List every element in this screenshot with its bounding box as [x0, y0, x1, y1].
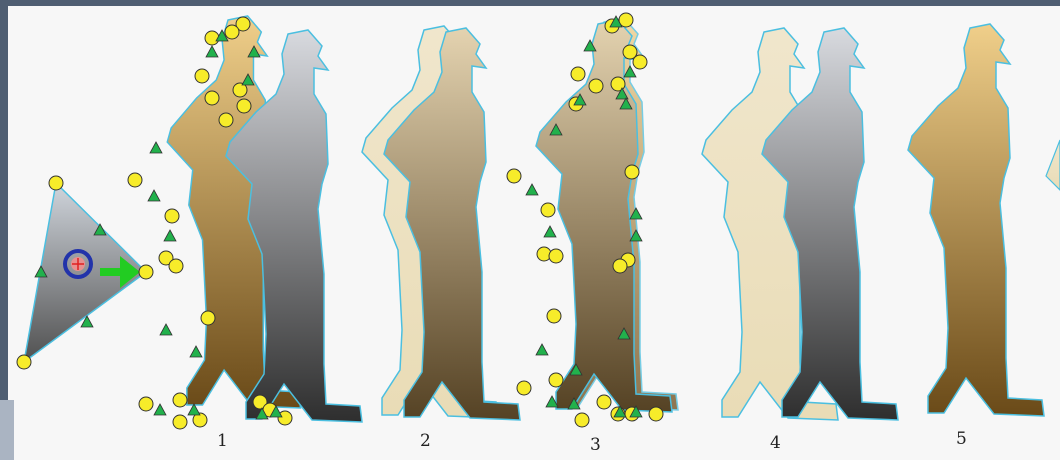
- frame-1-tangent-handle[interactable]: [215, 29, 229, 42]
- frame-3-control-point[interactable]: [588, 78, 604, 94]
- frame-1-control-point[interactable]: [194, 68, 210, 84]
- frame-3-control-point[interactable]: [548, 372, 564, 388]
- frame-1-tangent-handle[interactable]: [255, 407, 269, 420]
- frame-1-control-point[interactable]: [200, 310, 216, 326]
- frame-3-control-point[interactable]: [546, 308, 562, 324]
- frame-1-label: 1: [217, 431, 228, 451]
- frame-3-tangent-handle[interactable]: [609, 15, 623, 28]
- canvas-panel: [8, 6, 1060, 460]
- frame-1-control-point[interactable]: [277, 410, 293, 426]
- frame-3-tangent-handle[interactable]: [569, 363, 583, 376]
- frame-1-control-point[interactable]: [218, 112, 234, 128]
- frame-1-control-point[interactable]: [127, 172, 143, 188]
- frame-3-tangent-handle[interactable]: [525, 183, 539, 196]
- frame-3-tangent-handle[interactable]: [583, 39, 597, 52]
- frame-3-control-point[interactable]: [570, 66, 586, 82]
- frame-4-label: 4: [770, 433, 781, 453]
- frame-3-label: 3: [590, 435, 601, 455]
- frame-1-control-point[interactable]: [204, 30, 220, 46]
- frame-3-control-point[interactable]: [624, 164, 640, 180]
- frame-3-control-point[interactable]: [516, 380, 532, 396]
- frame-1-tangent-handle[interactable]: [163, 229, 177, 242]
- frame-3-tangent-handle[interactable]: [573, 93, 587, 106]
- frame-2: 2: [361, 25, 521, 451]
- frame-3-tangent-handle[interactable]: [543, 225, 557, 238]
- move-arrow-icon[interactable]: [100, 256, 140, 288]
- frame-1-tangent-handle[interactable]: [269, 405, 283, 418]
- frame-3-tangent-handle[interactable]: [545, 395, 559, 408]
- pivot-cross-icon: [72, 258, 84, 270]
- frame-3-tangent-handle[interactable]: [535, 343, 549, 356]
- frame-3-tangent-handle[interactable]: [617, 327, 631, 340]
- frame-3-control-point[interactable]: [648, 406, 664, 422]
- triangle-vertex-bottom[interactable]: [16, 354, 32, 370]
- frame-3-control-point[interactable]: [610, 76, 626, 92]
- frame-1-tangent-handle[interactable]: [149, 141, 163, 154]
- frame-1-control-point[interactable]: [236, 98, 252, 114]
- frame-3-tangent-handle[interactable]: [613, 405, 627, 418]
- frame-3-control-points[interactable]: [506, 12, 664, 428]
- frame-3-tangent-handle[interactable]: [629, 229, 643, 242]
- frame-3-control-point[interactable]: [596, 394, 612, 410]
- frame-1-control-point[interactable]: [204, 90, 220, 106]
- frame-1-tangent-handle[interactable]: [153, 403, 167, 416]
- frame-3-control-point[interactable]: [618, 12, 634, 28]
- triangle-handle-bottom[interactable]: [80, 315, 94, 328]
- frame-1-control-point[interactable]: [172, 392, 188, 408]
- frame-3-tangent-handle[interactable]: [623, 65, 637, 78]
- frame-4: 4: [701, 27, 899, 453]
- frame-3-control-point[interactable]: [548, 248, 564, 264]
- frame-1-control-point[interactable]: [164, 208, 180, 224]
- frame-1-tangent-handle[interactable]: [247, 45, 261, 58]
- frame-1-tangent-handle[interactable]: [189, 345, 203, 358]
- frame-1-tangent-handle[interactable]: [159, 323, 173, 336]
- frame-1-control-point[interactable]: [172, 414, 188, 430]
- triangle-vertex-right[interactable]: [138, 264, 154, 280]
- frame-3-control-point[interactable]: [506, 168, 522, 184]
- frame-3-tangent-handle[interactable]: [619, 97, 633, 110]
- frame-3-tangent-handle[interactable]: [567, 397, 581, 410]
- frame-2-label: 2: [420, 431, 431, 451]
- frame-3-tangent-handle[interactable]: [615, 87, 629, 100]
- frame-5: 5: [907, 23, 1045, 449]
- pivot-ring-icon[interactable]: [63, 249, 93, 279]
- frame-1-control-point[interactable]: [224, 24, 240, 40]
- triangle-vertex-top[interactable]: [48, 175, 64, 191]
- frame-3: 3: [506, 12, 679, 455]
- frame-3-control-point[interactable]: [574, 412, 590, 428]
- triangle-handle-left[interactable]: [34, 265, 48, 278]
- frame-1-control-point[interactable]: [192, 412, 208, 428]
- frame-3-tangent-handle[interactable]: [629, 207, 643, 220]
- canvas-left-edge: [0, 400, 14, 460]
- frame-1-control-points[interactable]: [127, 16, 293, 430]
- frame-1-control-point[interactable]: [232, 82, 248, 98]
- frame-3-control-point[interactable]: [612, 258, 628, 274]
- frame-3-tangent-handle[interactable]: [629, 405, 643, 418]
- frame-3-control-point[interactable]: [632, 54, 648, 70]
- frame-1-tangent-handle[interactable]: [241, 73, 255, 86]
- frame-3-control-point[interactable]: [540, 202, 556, 218]
- frame-1-tangent-handle[interactable]: [187, 403, 201, 416]
- frame-6-partial-figure: [1045, 139, 1060, 191]
- frame-3-control-point[interactable]: [622, 44, 638, 60]
- frame-1-control-point[interactable]: [235, 16, 251, 32]
- frame-1-tangent-handle[interactable]: [147, 189, 161, 202]
- frame-1-control-point[interactable]: [138, 396, 154, 412]
- triangle-handle-right[interactable]: [93, 223, 107, 236]
- frame-1-control-point[interactable]: [168, 258, 184, 274]
- frame-1-control-point[interactable]: [252, 394, 268, 410]
- frame-1-control-point[interactable]: [158, 250, 174, 266]
- transform-triangle-tool[interactable]: [16, 175, 154, 370]
- frame-1-tangent-handle[interactable]: [205, 45, 219, 58]
- frame-1: 1: [127, 15, 363, 451]
- frame-5-label: 5: [956, 429, 967, 449]
- frame-3-tangent-handle[interactable]: [549, 123, 563, 136]
